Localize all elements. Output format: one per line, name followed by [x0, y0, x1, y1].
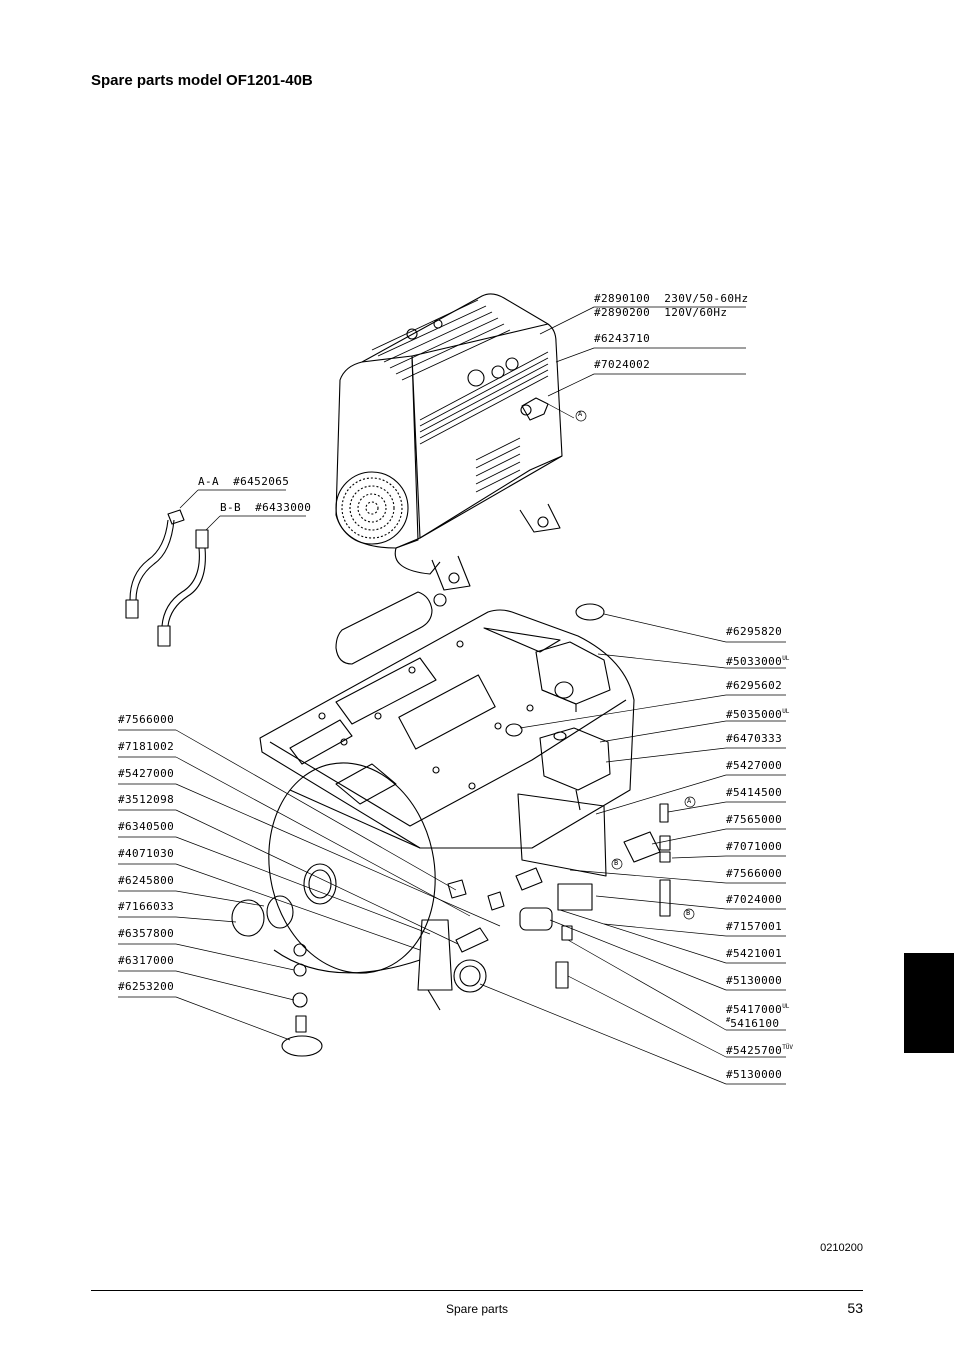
callout-part: #6295820: [726, 625, 783, 638]
hose-illustrations: [125, 509, 209, 647]
callout-part: #7166033: [118, 900, 175, 913]
callout-part: #7566000: [726, 867, 783, 880]
callout-part: #5130000: [726, 1068, 783, 1081]
callout-part: #7024000: [726, 893, 783, 906]
callout-part: #7024002: [594, 358, 651, 371]
callout-part: #5427000: [726, 759, 783, 772]
callout-part: #5427000: [118, 767, 175, 780]
callout-part: #6295602: [726, 679, 783, 692]
callout-part: #7181002: [118, 740, 175, 753]
callout-part: #6245800: [118, 874, 175, 887]
callout-part: #6317000: [118, 954, 175, 967]
callout-part: #5035000UL: [726, 708, 790, 721]
callout-part: #5033000UL: [726, 655, 790, 668]
callout-part: #5130000: [726, 974, 783, 987]
callout-part: #3512098: [118, 793, 175, 806]
section-tab: [904, 953, 954, 1053]
leader-lines: [118, 306, 786, 1085]
marker-b-label: B: [686, 909, 691, 917]
document-number: 0210200: [820, 1242, 863, 1254]
callout-motor-120v: #2890200 120V/60Hz: [594, 306, 728, 319]
callout-part: #5425700TÜV: [726, 1044, 794, 1057]
callout-part: #5416100: [726, 1016, 780, 1030]
callout-part: #6243710: [594, 332, 651, 345]
page-number: 53: [847, 1300, 863, 1316]
callout-part: #6470333: [726, 732, 783, 745]
callout-part: #6357800: [118, 927, 175, 940]
tank-and-base-illustration: [231, 591, 671, 1057]
callout-part: #7157001: [726, 920, 783, 933]
callout-part: #5414500: [726, 786, 783, 799]
callout-part: #7566000: [118, 713, 175, 726]
callout-motor-230v: #2890100 230V/50-60Hz: [594, 292, 749, 305]
callout-part: #7565000: [726, 813, 783, 826]
footer-section: Spare parts: [446, 1302, 509, 1316]
marker-a-label: A: [578, 410, 583, 418]
callout-part: #6340500: [118, 820, 175, 833]
callout-part: #5417000UL: [726, 1003, 790, 1016]
marker-a-label: A: [687, 797, 692, 805]
callout-part: #7071000: [726, 840, 783, 853]
callout-hose-bb: B-B #6433000: [220, 501, 312, 514]
callout-hose-aa: A-A #6452065: [198, 475, 290, 488]
marker-b-label: B: [614, 859, 619, 867]
footer-divider: [91, 1290, 863, 1291]
page-title: Spare parts model OF1201-40B: [91, 72, 313, 89]
callout-part: #6253200: [118, 980, 175, 993]
callout-part: #4071030: [118, 847, 175, 860]
compressor-unit-illustration: [335, 293, 563, 591]
callout-part: #5421001: [726, 947, 783, 960]
